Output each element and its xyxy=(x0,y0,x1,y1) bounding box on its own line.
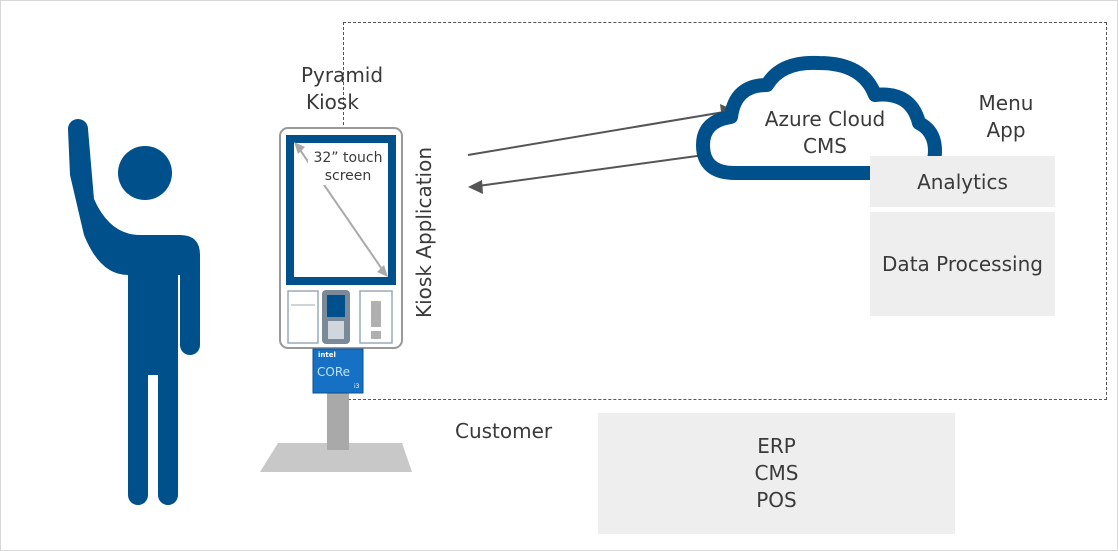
customer-system-erp: ERP xyxy=(757,434,796,458)
customer-label: Customer xyxy=(455,419,553,443)
screen-size-line2: screen xyxy=(324,168,372,184)
intel-core-text: CORe xyxy=(317,365,351,379)
customer-system-pos: POS xyxy=(756,488,797,512)
analytics-box: Analytics xyxy=(870,156,1055,207)
cloud-label: Azure Cloud CMS xyxy=(740,106,910,160)
customer-system-cms: CMS xyxy=(754,461,799,485)
screen-size-line1: 32” touch xyxy=(313,150,383,166)
kiosk-title-line2: Kiosk xyxy=(306,90,359,114)
cloud-icon xyxy=(696,55,942,180)
data-processing-box: Data Processing xyxy=(870,212,1055,316)
menu-app-label: Menu App xyxy=(966,90,1046,144)
kiosk-title-line1: Pyramid xyxy=(300,63,384,87)
intel-tier-text: i3 xyxy=(354,383,360,390)
cloud-line2: CMS xyxy=(803,134,847,158)
menu-app-line2: App xyxy=(986,118,1026,142)
menu-app-line1: Menu xyxy=(978,91,1034,115)
intel-brand-text: intel xyxy=(318,351,336,359)
customer-systems-box: ERP CMS POS xyxy=(598,413,955,534)
person-icon xyxy=(68,119,200,505)
screen-size-label: 32” touch screen xyxy=(308,149,388,185)
kiosk-title: Pyramid Kiosk xyxy=(282,62,402,116)
kiosk-application-label: Kiosk Application xyxy=(412,146,436,318)
cloud-line1: Azure Cloud xyxy=(764,107,886,131)
